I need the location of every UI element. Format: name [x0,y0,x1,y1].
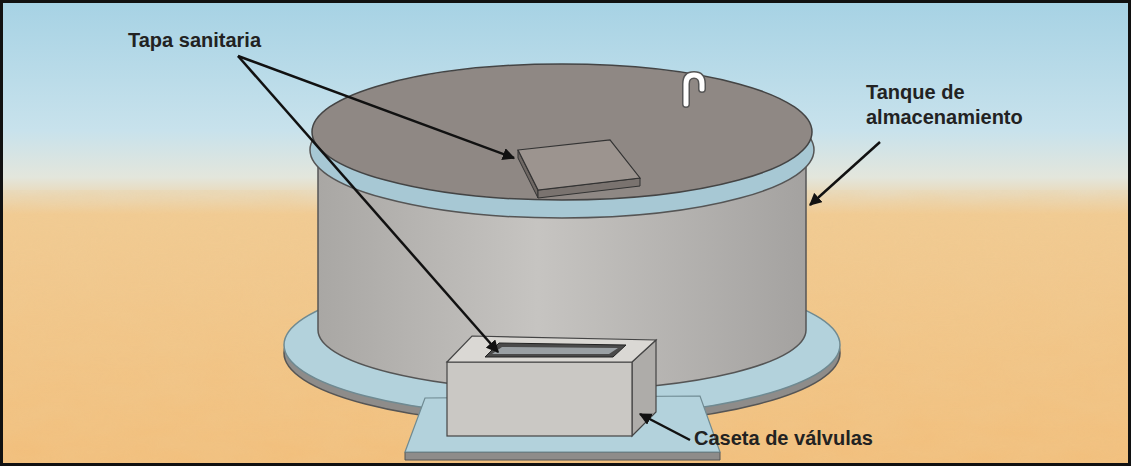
leader-arrow [238,56,498,352]
part-label: Tapa sanitaria [128,28,348,53]
tank-lid [312,64,812,200]
valve-box-cover [485,343,626,357]
vent-pipe [686,75,702,104]
valve-box [447,362,632,436]
leader-arrow [238,56,514,158]
part-label: Caseta de válvulas [694,426,954,451]
vent-pipe-outline [686,75,702,104]
sanitary-cover [518,140,640,190]
valve-box-top [447,336,656,362]
part-label: Tanque de almacenamiento [866,80,1066,130]
leader-arrow [810,142,880,205]
valve-box-cover-inner [492,347,618,354]
box-slab-edge [405,452,720,460]
leader-arrow [640,414,690,440]
